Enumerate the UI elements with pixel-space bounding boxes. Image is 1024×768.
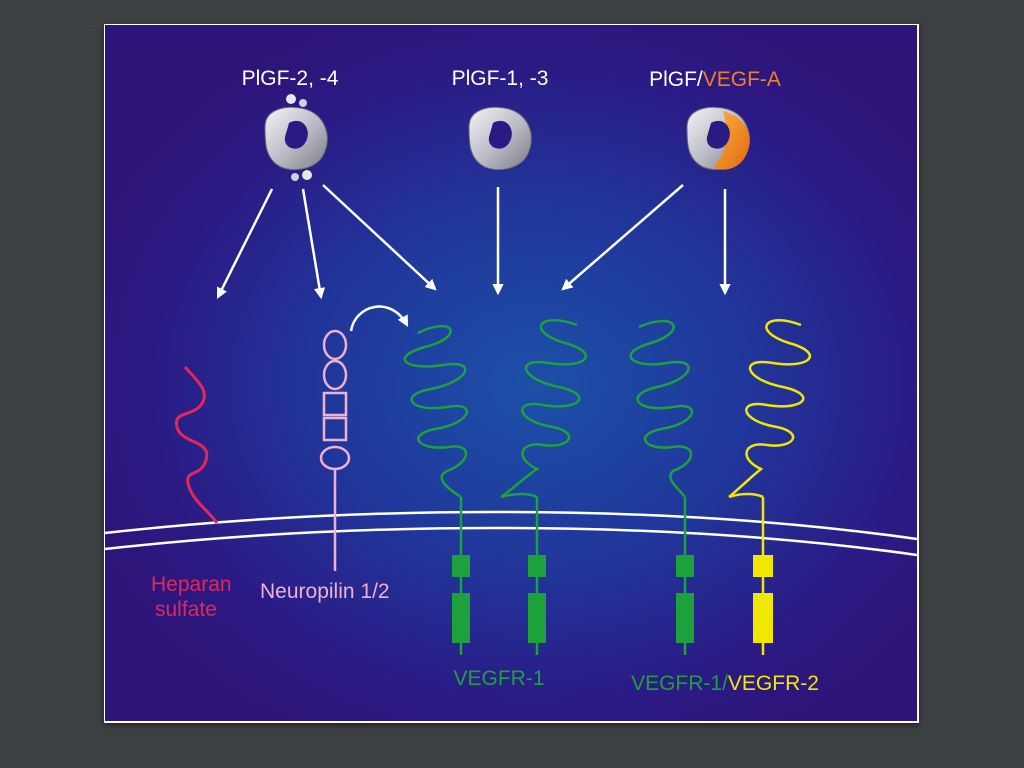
vegfr1-receptor-b	[500, 319, 588, 655]
ligand-label-plgf-part: PlGF/	[649, 68, 703, 91]
cell-membrane	[105, 510, 917, 557]
ligand-label-plgf13: PlGF-1, -3	[452, 67, 549, 90]
heparan-label-line1: Heparan	[151, 573, 232, 596]
vegfr1-vegfr2-label: VEGFR-1/VEGFR-2	[631, 672, 819, 695]
heparan-sulfate-chain	[174, 366, 219, 524]
vegfr1-receptor-c	[629, 319, 694, 655]
binding-arrows	[216, 184, 731, 332]
neuropilin-receptor	[319, 329, 351, 571]
ligand-label-vegfa-part: VEGF-A	[703, 68, 781, 91]
ligand-plgf-vegfa-icon	[686, 106, 750, 171]
pathway-svg: PlGF-2, -4 PlGF-1, -3 PlGF/VEGF-A	[105, 67, 917, 695]
ligand-label-plgf24: PlGF-2, -4	[242, 67, 339, 90]
vegfr1-part-label: VEGFR-1/	[631, 672, 728, 695]
neuropilin-label: Neuropilin 1/2	[260, 580, 390, 603]
vegfr2-part-label: VEGFR-2	[728, 672, 819, 695]
pathway-figure: PlGF-2, -4 PlGF-1, -3 PlGF/VEGF-A	[105, 25, 917, 721]
vegfr1-label: VEGFR-1	[453, 667, 544, 690]
vegfr1-receptor-a	[403, 324, 470, 655]
heparan-label-line2: sulfate	[155, 598, 217, 621]
ligand-label-plgf-vegfa: PlGF/VEGF-A	[649, 68, 781, 91]
vegfr2-receptor	[728, 319, 812, 655]
ligand-plgf24-icon	[264, 94, 328, 181]
ligand-plgf13-icon	[468, 106, 532, 171]
slide-frame: PlGF-2, -4 PlGF-1, -3 PlGF/VEGF-A	[104, 24, 919, 723]
